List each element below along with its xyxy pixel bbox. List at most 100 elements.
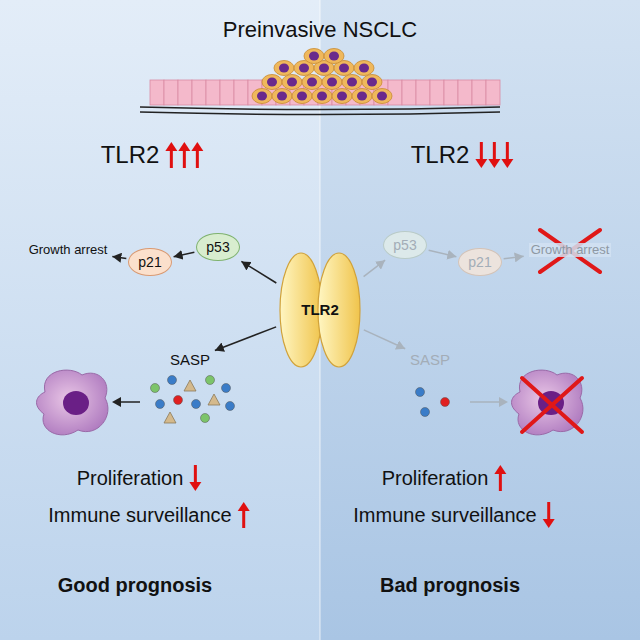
tumor-cell [324,49,344,64]
epithelial-cell [150,80,164,105]
node-text: SASP [170,351,210,368]
node-text: Growth arrest [529,243,612,258]
cross-mark [522,378,582,432]
protein-oval: p21 [128,248,171,276]
factor-dot [192,400,201,409]
protein-oval: p53 [196,233,239,261]
nucleus [357,92,367,101]
tumor-cell [352,89,372,104]
trend-arrowhead [488,159,500,168]
immune-cell [37,370,108,435]
tumor-cell [322,75,342,90]
factor-dot [174,396,183,405]
right-panel [320,0,640,640]
arrow-connector [215,327,276,351]
factor-dot [222,384,231,393]
outcome-label: Proliferation [382,467,489,490]
node-text: Growth arrest [29,243,108,258]
trend-arrow [183,149,186,168]
epithelial-cell [178,80,192,105]
arrow-connector [364,260,386,276]
factor-dot [168,376,177,385]
arrow [470,397,508,407]
outcome-label: Immune surveillance [48,504,231,527]
factor-dot [416,388,425,397]
arrow-connector [241,261,276,283]
outcome-label: Immune surveillance [353,504,536,527]
trend-arrowhead [238,502,250,511]
epithelial-cell [164,80,178,105]
trend-arrow [493,142,496,161]
trend-arrow [547,502,550,521]
epithelial-cell [472,80,486,105]
tumor-cell [292,89,312,104]
nucleus [359,64,369,73]
nucleus [377,92,387,101]
tumor-cell [274,61,294,76]
outcome-label: Proliferation [77,467,184,490]
trend-arrow [196,149,199,168]
nucleus [299,64,309,73]
trend-arrowhead [475,159,487,168]
trend-arrow [499,472,502,491]
text-node: SASP [167,349,213,370]
epithelial-cell [220,80,234,105]
trend-arrowhead [165,142,177,151]
tumor-cell [252,89,272,104]
nucleus [309,52,319,61]
factor-dot [441,398,450,407]
tumor-cell [302,75,322,90]
basement-membrane [140,112,500,115]
arrow-connector [429,250,457,256]
nucleus [279,64,289,73]
trend-arrowhead [189,482,201,491]
epithelial-cell [206,80,220,105]
node-text: p21 [468,254,491,270]
basement-membrane [140,107,500,110]
tumor-cell [312,89,332,104]
node-text: SASP [410,351,450,368]
epithelial-cell [416,80,430,105]
protein-oval: p53 [383,231,426,259]
nucleus [367,78,377,87]
factor-dot [421,408,430,417]
factor-dot [184,380,196,391]
factor-dot [208,394,220,405]
outcome-label: TLR2 [411,141,470,169]
trend-arrowhead [501,159,513,168]
immune-cell [512,370,583,435]
trend-arrowhead [494,465,506,474]
nucleus [277,92,287,101]
tumor-cell [332,89,352,104]
nucleus [267,78,277,87]
arrow-connector [504,256,524,259]
epithelial-cell [458,80,472,105]
epithelial-cell [234,80,248,105]
factor-dot [201,414,210,423]
tumor-cell [262,75,282,90]
factor-dot [164,412,176,423]
nucleus [337,92,347,101]
nucleus [339,64,349,73]
text-node: SASP [407,349,453,370]
prognosis-label: Good prognosis [58,574,212,597]
trend-arrows [165,142,554,528]
nucleus [327,78,337,87]
sasp-factors [416,388,450,417]
sasp-factors [151,376,235,424]
prognosis-label: Bad prognosis [380,574,520,597]
arrow-connector [174,252,195,257]
arrow [112,397,140,407]
nucleus [307,78,317,87]
tumor-cell [272,89,292,104]
tissue-illustration [150,49,500,106]
tumor-cell [282,75,302,90]
epithelial-cell [444,80,458,105]
title: Preinvasive NSCLC [223,17,417,42]
tumor-cell [354,61,374,76]
receptor-node: TLR2 [278,251,362,369]
tumor-cell [362,75,382,90]
epithelial-cell [430,80,444,105]
factor-dot [226,402,235,411]
outcome-label: TLR2 [101,141,160,169]
